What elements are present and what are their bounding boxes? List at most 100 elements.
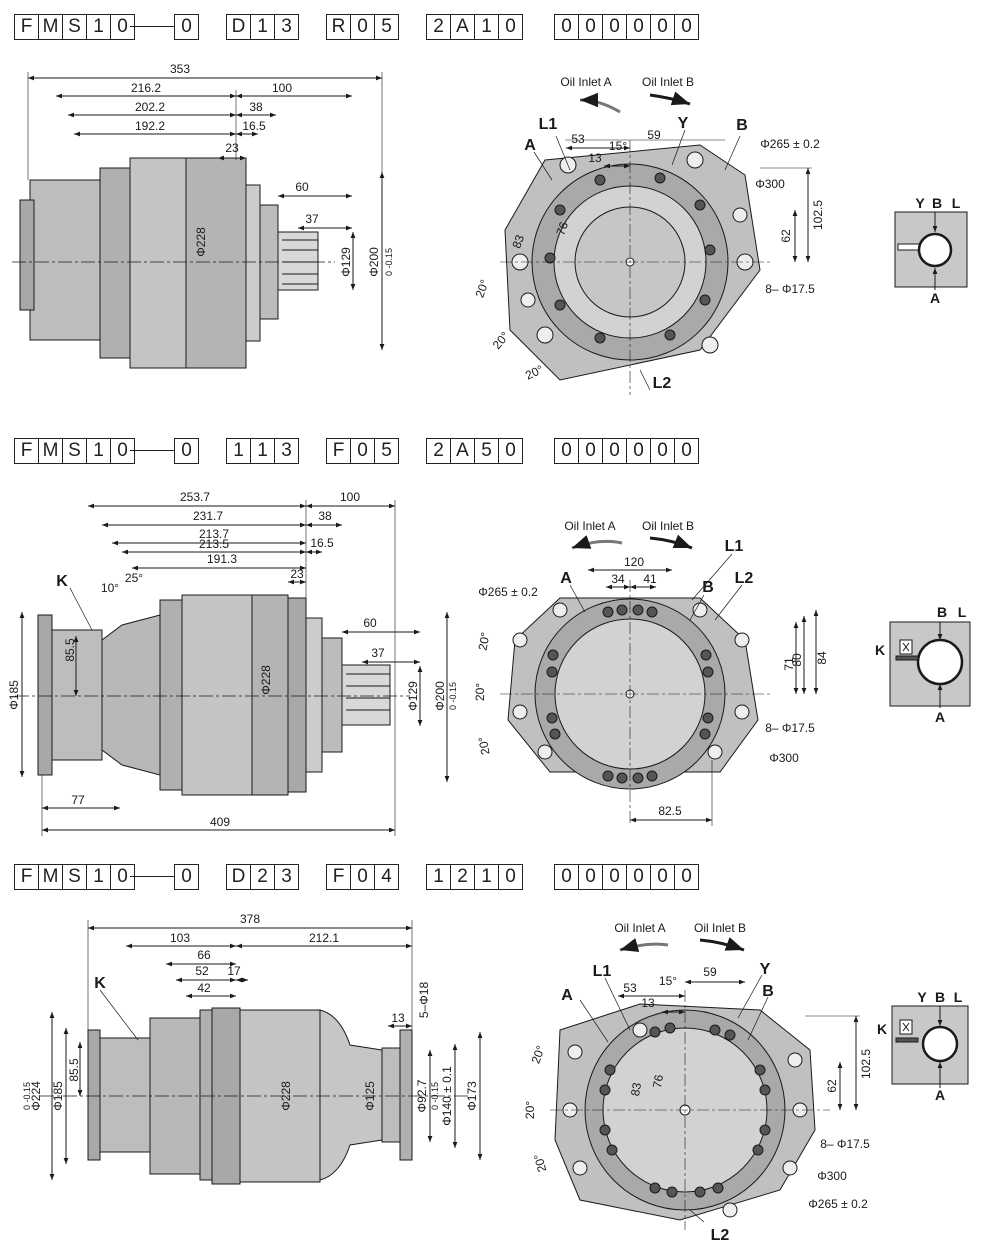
- dim-202-2: 202.2: [135, 100, 165, 114]
- svg-text:A: A: [935, 1087, 945, 1103]
- dim-phi265: Φ265 ± 0.2: [760, 137, 820, 151]
- dim-212-1: 212.1: [309, 931, 339, 945]
- dim-60: 60: [295, 180, 309, 194]
- code-char: 0: [675, 438, 699, 464]
- dim-41: 41: [643, 572, 657, 586]
- dim-phi265: Φ265 ± 0.2: [478, 585, 538, 599]
- svg-text:L: L: [954, 989, 963, 1005]
- side-view-2: [15, 500, 450, 836]
- tol-92-7: 0 -0.15: [430, 1082, 440, 1110]
- code-char: 1: [87, 438, 111, 464]
- dim-phi200: Φ200: [367, 247, 381, 277]
- code-char: 0: [603, 438, 627, 464]
- dim-phi228: Φ228: [194, 227, 208, 257]
- port-l1-label: L1: [593, 963, 612, 980]
- code-char: M: [39, 438, 63, 464]
- svg-text:L: L: [952, 195, 961, 211]
- dim-16-5: 16.5: [242, 119, 266, 133]
- code-char: 0: [579, 14, 603, 40]
- angle-20-b: 20°: [523, 1101, 537, 1119]
- dim-213-7: 213.7: [199, 527, 229, 541]
- dim-52: 52: [195, 964, 209, 978]
- code-char: 1: [251, 438, 275, 464]
- code-char: 4: [375, 864, 399, 890]
- angle-10: 10°: [101, 581, 119, 595]
- dim-83: 83: [509, 233, 527, 251]
- angle-20-c: 20°: [476, 735, 493, 756]
- code-char: 3: [275, 438, 299, 464]
- dim-8-phi17-5: 8– Φ17.5: [820, 1137, 870, 1151]
- svg-text:Y: Y: [917, 989, 927, 1005]
- dim-phi228: Φ228: [279, 1081, 293, 1111]
- dim-phi300: Φ300: [817, 1169, 847, 1183]
- code-char: 0: [351, 864, 375, 890]
- dim-213-5: 213.5: [199, 537, 229, 551]
- dim-192-2: 192.2: [135, 119, 165, 133]
- code-char: F: [14, 864, 39, 890]
- dim-13: 13: [391, 1011, 405, 1025]
- code-char: 0: [499, 14, 523, 40]
- tol-200-1: 0 -0.15: [384, 248, 394, 276]
- svg-text:A: A: [935, 709, 945, 725]
- code-char: 0: [351, 438, 375, 464]
- port-diagram-3-labels: K Y B L A: [877, 989, 963, 1103]
- dim-16-5: 16.5: [310, 536, 334, 550]
- port-y-label: Y: [760, 961, 771, 978]
- port-a-label: A: [561, 987, 573, 1004]
- dim-191-3: 191.3: [207, 552, 237, 566]
- port-k-label: K: [94, 975, 106, 992]
- code-char: M: [39, 864, 63, 890]
- port-diagram-1: [894, 211, 968, 290]
- code-char: 1: [475, 864, 499, 890]
- code-char: 0: [579, 864, 603, 890]
- dim-phi224: Φ224: [29, 1081, 43, 1111]
- dim-17: 17: [227, 964, 241, 978]
- dim-13: 13: [588, 151, 602, 165]
- dim-76: 76: [553, 220, 571, 238]
- dim-5-phi18: 5–Φ18: [417, 982, 431, 1019]
- port-y-label: Y: [678, 115, 689, 132]
- dim-100: 100: [272, 81, 292, 95]
- dim-84: 84: [815, 651, 829, 665]
- code-char: 2: [426, 438, 451, 464]
- dim-76: 76: [650, 1073, 666, 1089]
- code-group: 0: [174, 864, 199, 890]
- code-char: 0: [554, 438, 579, 464]
- code-char: 0: [351, 14, 375, 40]
- code-char: 1: [426, 864, 451, 890]
- dim-60: 60: [363, 616, 377, 630]
- port-a-label: A: [560, 570, 572, 587]
- dim-102-5: 102.5: [859, 1049, 873, 1079]
- code-char: 0: [651, 438, 675, 464]
- dim-378: 378: [240, 912, 260, 926]
- dim-phi185: Φ185: [51, 1081, 65, 1111]
- dim-38: 38: [318, 509, 332, 523]
- code-char: 0: [111, 864, 135, 890]
- dim-82-5: 82.5: [658, 804, 682, 818]
- dim-103: 103: [170, 931, 190, 945]
- port-l2-label: L2: [653, 375, 672, 392]
- port-l2-label: L2: [711, 1227, 730, 1244]
- dim-77: 77: [71, 793, 85, 807]
- code-char: 0: [174, 14, 199, 40]
- dim-216-2: 216.2: [131, 81, 161, 95]
- svg-text:B: B: [935, 989, 945, 1005]
- svg-text:B: B: [932, 195, 942, 211]
- angle-20-b: 20°: [473, 683, 487, 701]
- dim-phi92-7: Φ92.7: [415, 1079, 429, 1112]
- code-char: 3: [275, 864, 299, 890]
- dim-phi300: Φ300: [769, 751, 799, 765]
- dim-37: 37: [305, 212, 319, 226]
- code-char: 0: [603, 864, 627, 890]
- dim-53: 53: [571, 132, 585, 146]
- oil-inlet-a-label: Oil Inlet A: [564, 519, 615, 533]
- code-char: A: [451, 14, 475, 40]
- code-char: 0: [603, 14, 627, 40]
